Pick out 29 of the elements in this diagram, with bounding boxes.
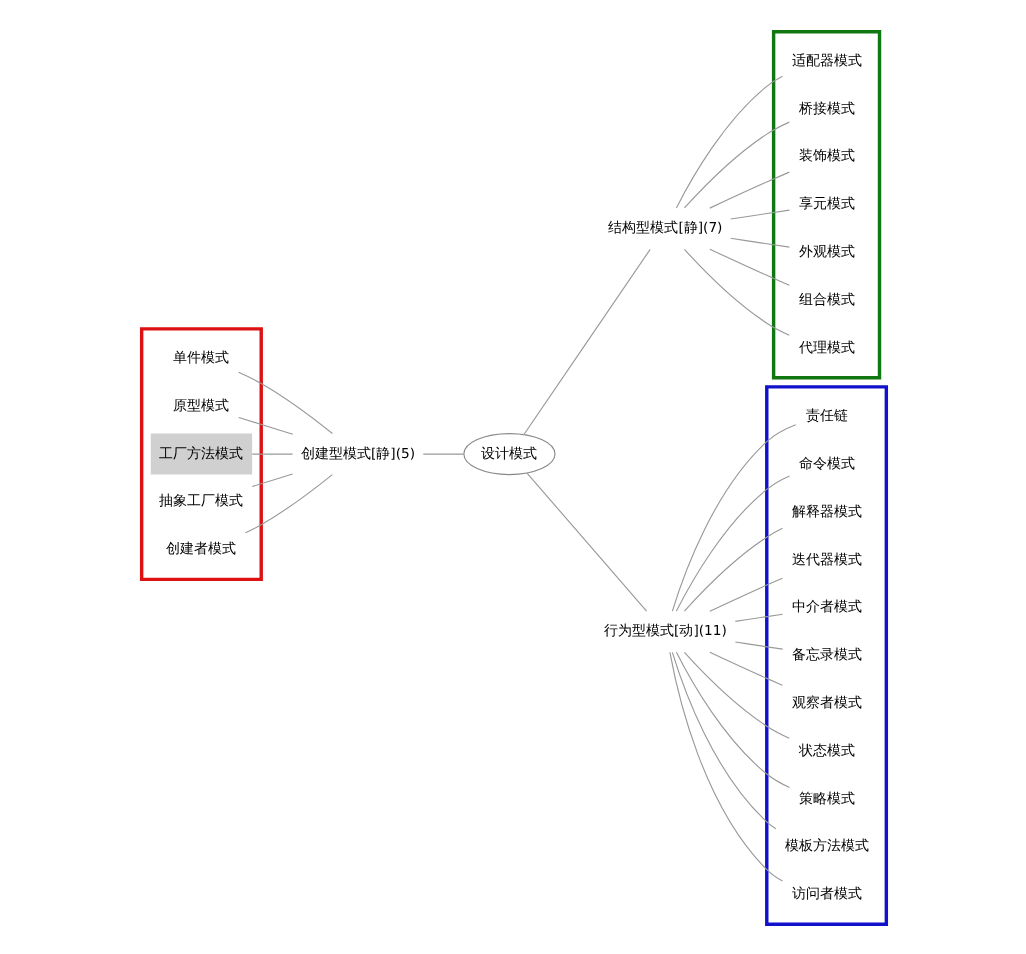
cluster (770, 28, 881, 379)
cluster (138, 326, 262, 581)
cluster (764, 384, 888, 926)
connector (243, 473, 332, 533)
connector (421, 452, 464, 454)
connector (522, 247, 650, 435)
connector (733, 612, 783, 621)
connector (237, 415, 293, 434)
connector (708, 170, 789, 208)
connector (682, 247, 789, 335)
connector (682, 650, 789, 738)
connector (708, 576, 782, 611)
connector (682, 120, 789, 208)
connector (670, 650, 776, 829)
connector (250, 472, 293, 487)
connector (237, 370, 332, 434)
connector (668, 650, 783, 881)
connector (729, 236, 789, 247)
connector (674, 474, 790, 611)
connector (670, 423, 796, 611)
connector (674, 74, 783, 208)
connector (674, 650, 790, 788)
connector (682, 526, 783, 611)
connector (733, 640, 783, 649)
connector (250, 452, 293, 454)
connector (525, 471, 647, 611)
connector (708, 247, 789, 285)
connector (708, 650, 782, 685)
connector (729, 208, 789, 219)
